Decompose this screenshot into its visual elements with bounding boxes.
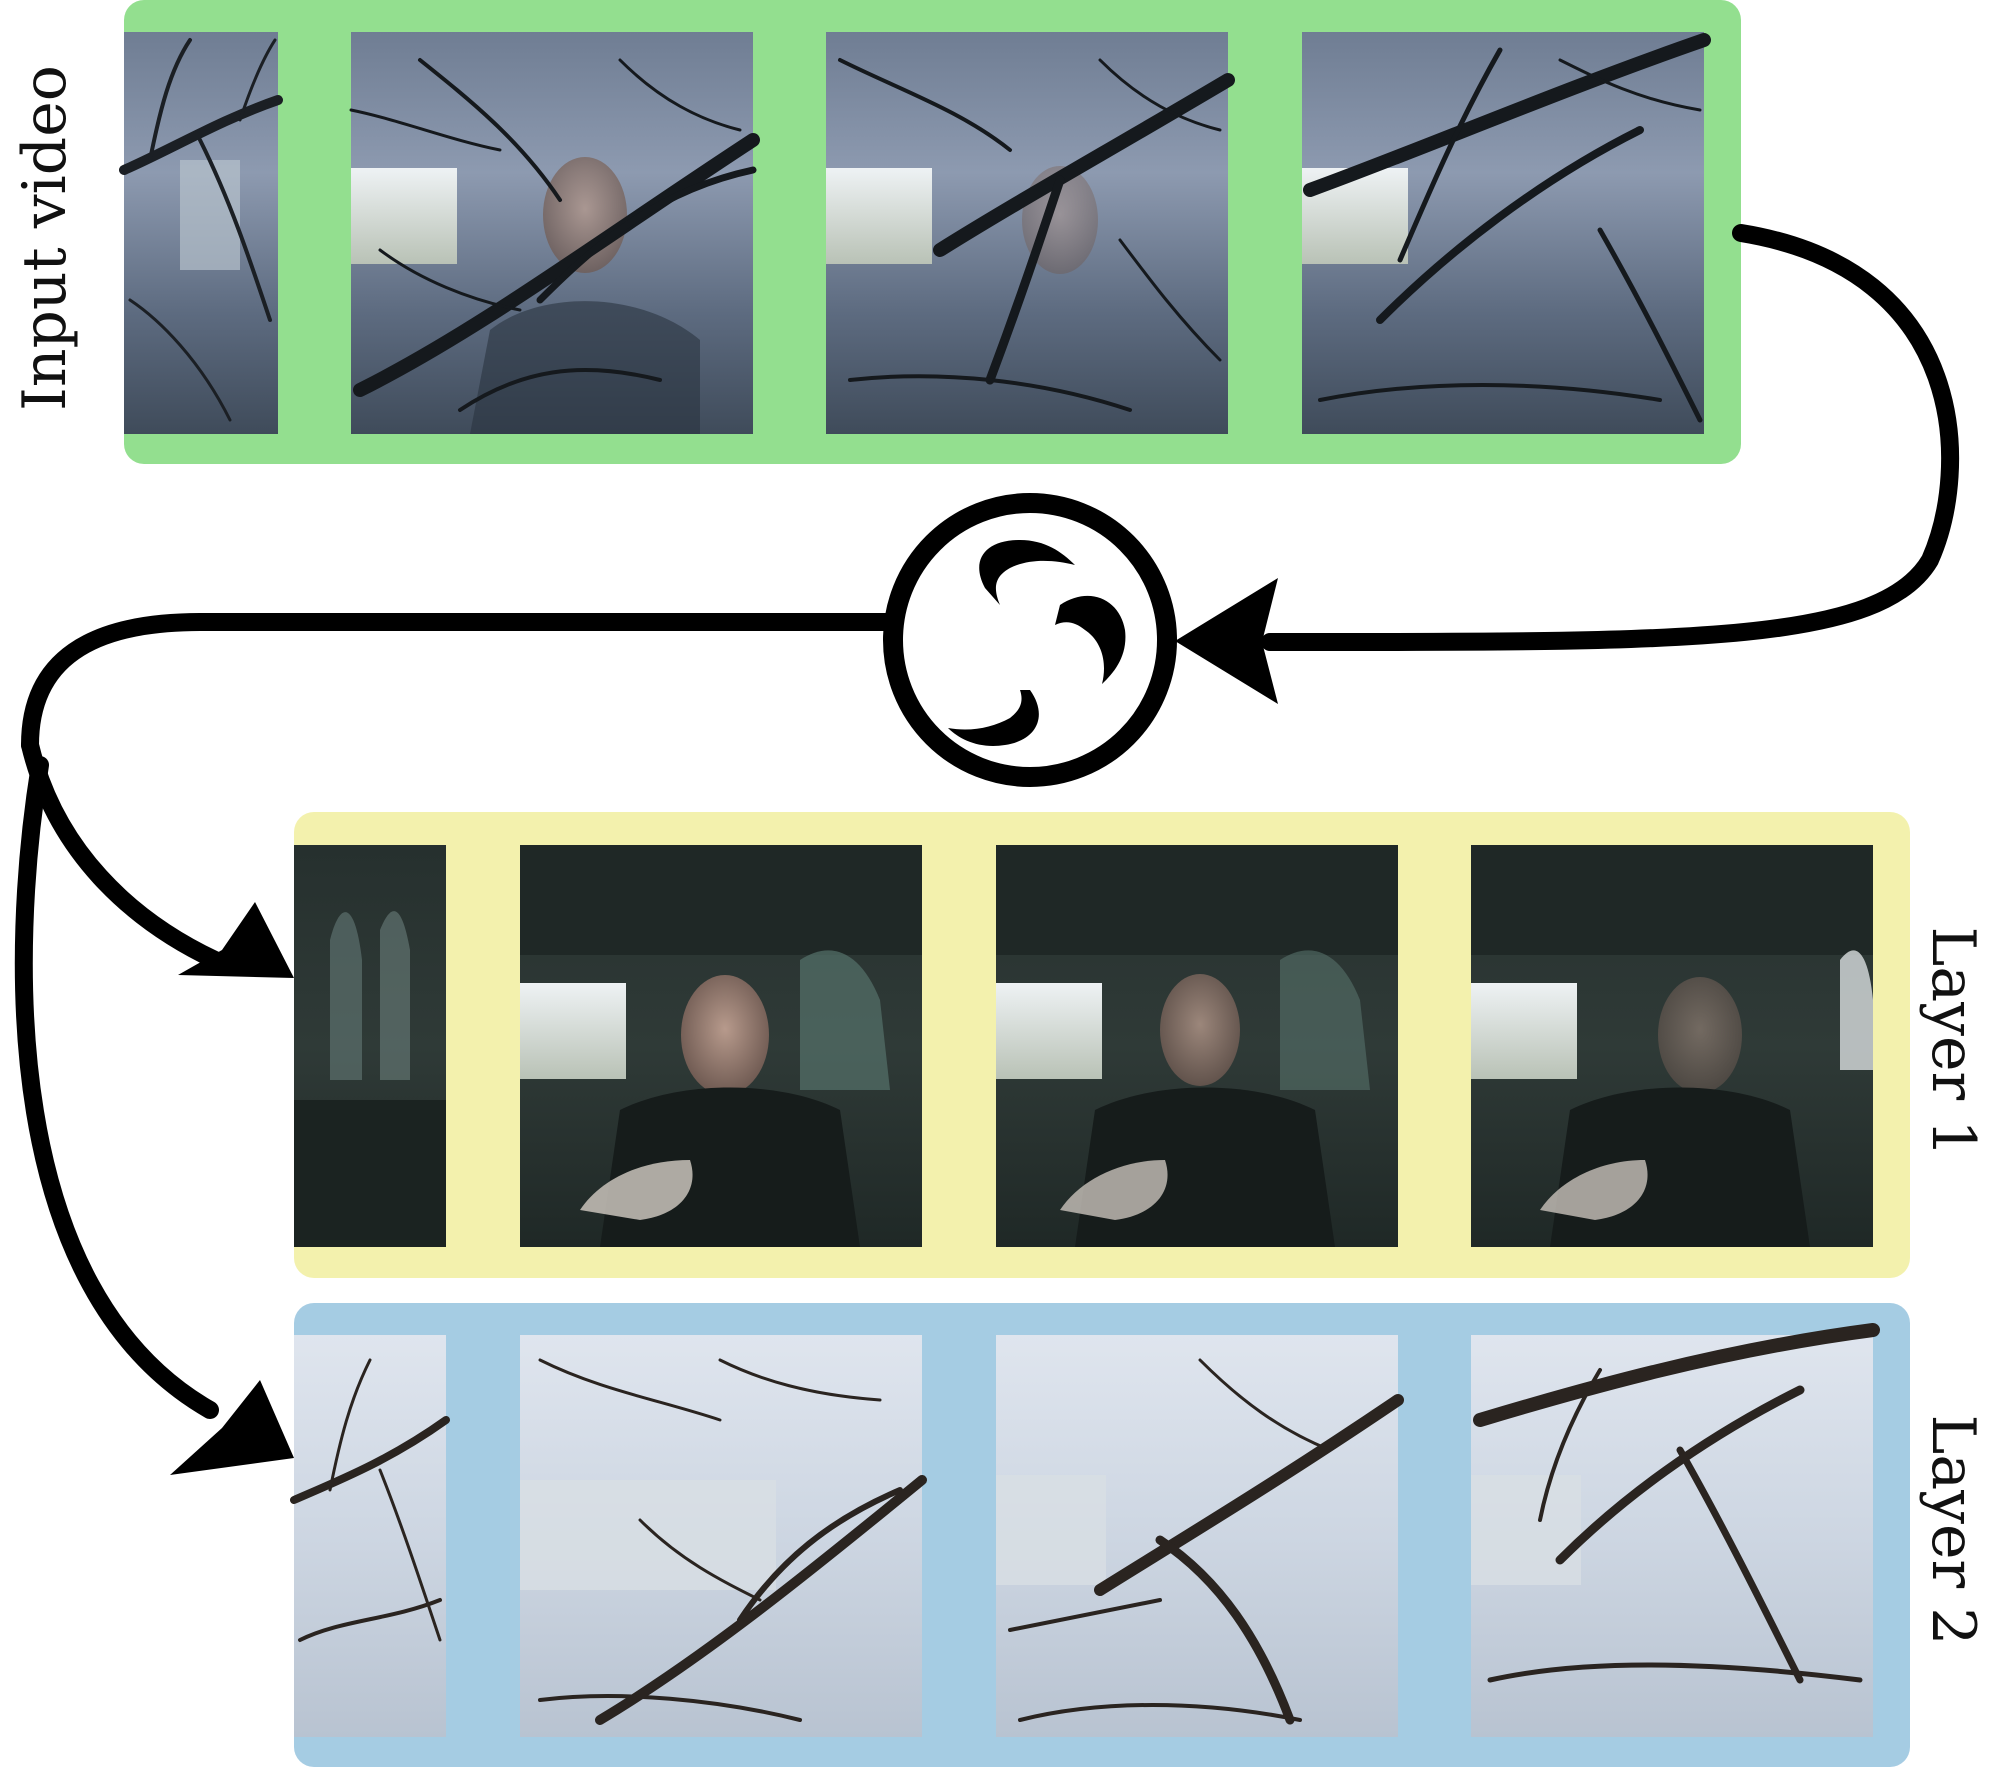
arrowhead-to-layer1 [178,902,294,978]
layer2-frame-2 [520,1335,927,1737]
input-frame-4 [1302,32,1711,434]
layer2-frame-1 [290,1335,450,1737]
input-frame-2 [349,32,760,434]
op-to-branch-line [21,613,897,754]
layer1-frame-1 [294,845,446,1247]
arrowhead-to-layer2 [170,1380,294,1475]
input-frame-3 [826,32,1235,434]
decomposition-operator-icon [883,493,1177,787]
flow-arrows [14,224,1960,1419]
layer1-frame-4 [1471,845,1873,1247]
input-frame-1 [119,32,283,434]
layer1-frame-2 [520,845,922,1247]
input-to-op-arrow [1261,224,1960,652]
branch-to-layer2-arrow [14,756,219,1419]
branch-to-layer1-arrow [21,736,224,969]
arrowhead-to-op [1175,578,1278,704]
layer2-label: Layer 2 [1918,1414,1988,1646]
input-video-label: Input video [10,65,80,411]
layer1-frame-3 [996,845,1398,1247]
layer1-label: Layer 1 [1918,926,1988,1158]
layer2-frame-4 [1471,1323,1880,1737]
layer2-frame-3 [996,1335,1404,1737]
